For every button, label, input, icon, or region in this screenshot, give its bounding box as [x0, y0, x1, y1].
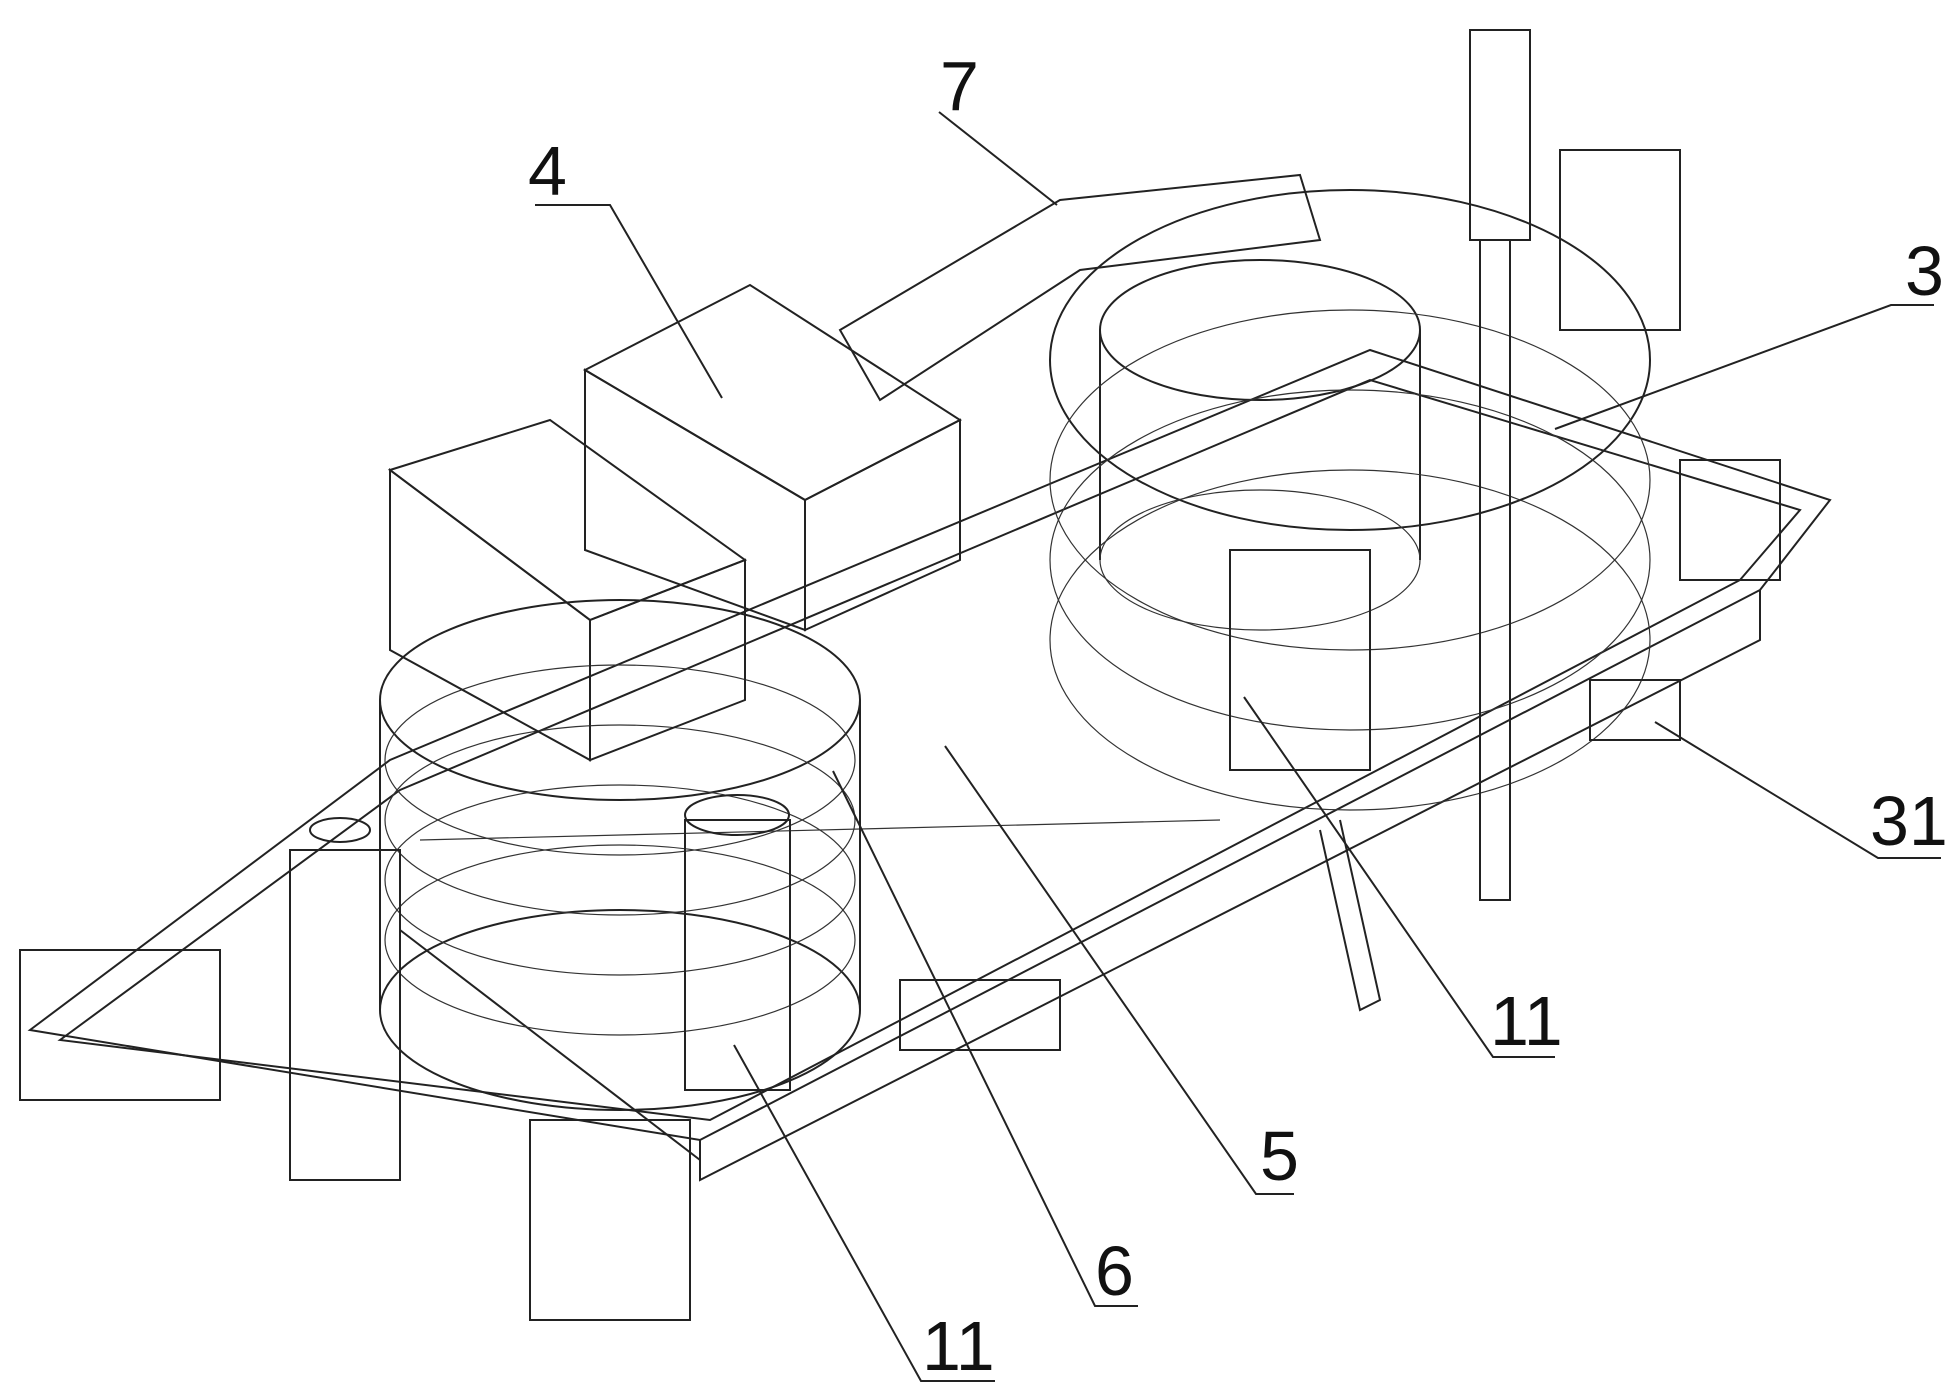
leader-4	[535, 205, 722, 398]
label-4: 4	[528, 132, 567, 210]
label-6: 6	[1095, 1232, 1134, 1310]
label-31: 31	[1870, 782, 1948, 860]
label-5: 5	[1260, 1117, 1299, 1195]
auxiliary-equipment	[20, 30, 1780, 1320]
label-11-right: 11	[1490, 982, 1563, 1060]
leader-lines	[535, 112, 1941, 1381]
leader-6	[833, 771, 1138, 1306]
label-3: 3	[1905, 232, 1944, 310]
leader-7	[939, 112, 1057, 205]
leader-3	[1555, 305, 1934, 429]
radiator-units	[390, 285, 960, 760]
mesh-conveyor	[840, 175, 1320, 400]
label-7: 7	[940, 47, 979, 125]
left-spiral-tower	[380, 600, 860, 1110]
label-11-left: 11	[922, 1307, 995, 1385]
